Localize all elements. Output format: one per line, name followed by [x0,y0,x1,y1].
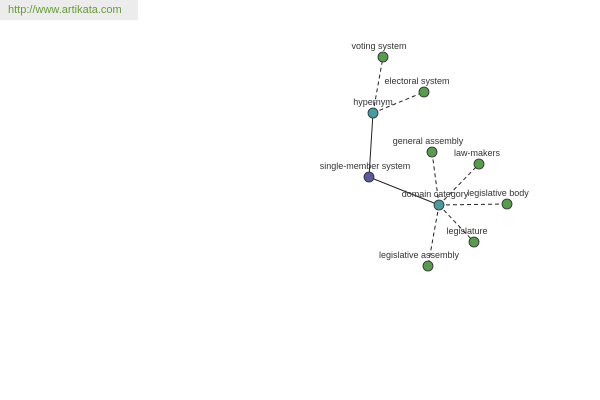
edge-hypernym-to-voting-system [372,56,384,114]
edge-single-member-system-to-domain-category [368,176,440,206]
label-single-member-system[interactable]: single-member system [320,161,411,171]
node-domain-category[interactable] [433,199,445,211]
node-legislature[interactable] [468,236,480,248]
node-legislative-assembly[interactable] [422,260,434,272]
label-legislature[interactable]: legislature [446,226,487,236]
edge-domain-category-to-law-makers [438,163,480,206]
node-law-makers[interactable] [473,158,485,170]
node-electoral-system[interactable] [418,86,430,98]
label-domain-category[interactable]: domain category [402,189,469,199]
nodes-layer [363,51,513,272]
label-hypernym[interactable]: hypernym [353,97,393,107]
edge-domain-category-to-general-assembly [431,151,440,206]
edge-domain-category-to-legislature [438,204,475,243]
edge-hypernym-to-electoral-system [372,91,425,114]
label-general-assembly[interactable]: general assembly [393,136,464,146]
edge-single-member-system-to-hypernym [368,112,374,178]
labels-layer: single-member system hypernym domain categ… [320,41,530,260]
node-general-assembly[interactable] [426,146,438,158]
source-url-link[interactable]: http://www.artikata.com [0,0,138,20]
edges-layer [368,56,508,267]
node-hypernym[interactable] [367,107,379,119]
node-legislative-body[interactable] [501,198,513,210]
edge-domain-category-to-legislative-assembly [427,204,440,267]
label-electoral-system[interactable]: electoral system [384,76,449,86]
label-legislative-body[interactable]: legislative body [467,188,529,198]
label-voting-system[interactable]: voting system [351,41,406,51]
node-voting-system[interactable] [377,51,389,63]
label-legislative-assembly[interactable]: legislative assembly [379,250,460,260]
label-law-makers[interactable]: law-makers [454,148,501,158]
node-single-member-system[interactable] [363,171,375,183]
edge-domain-category-to-legislative-body [438,203,508,206]
